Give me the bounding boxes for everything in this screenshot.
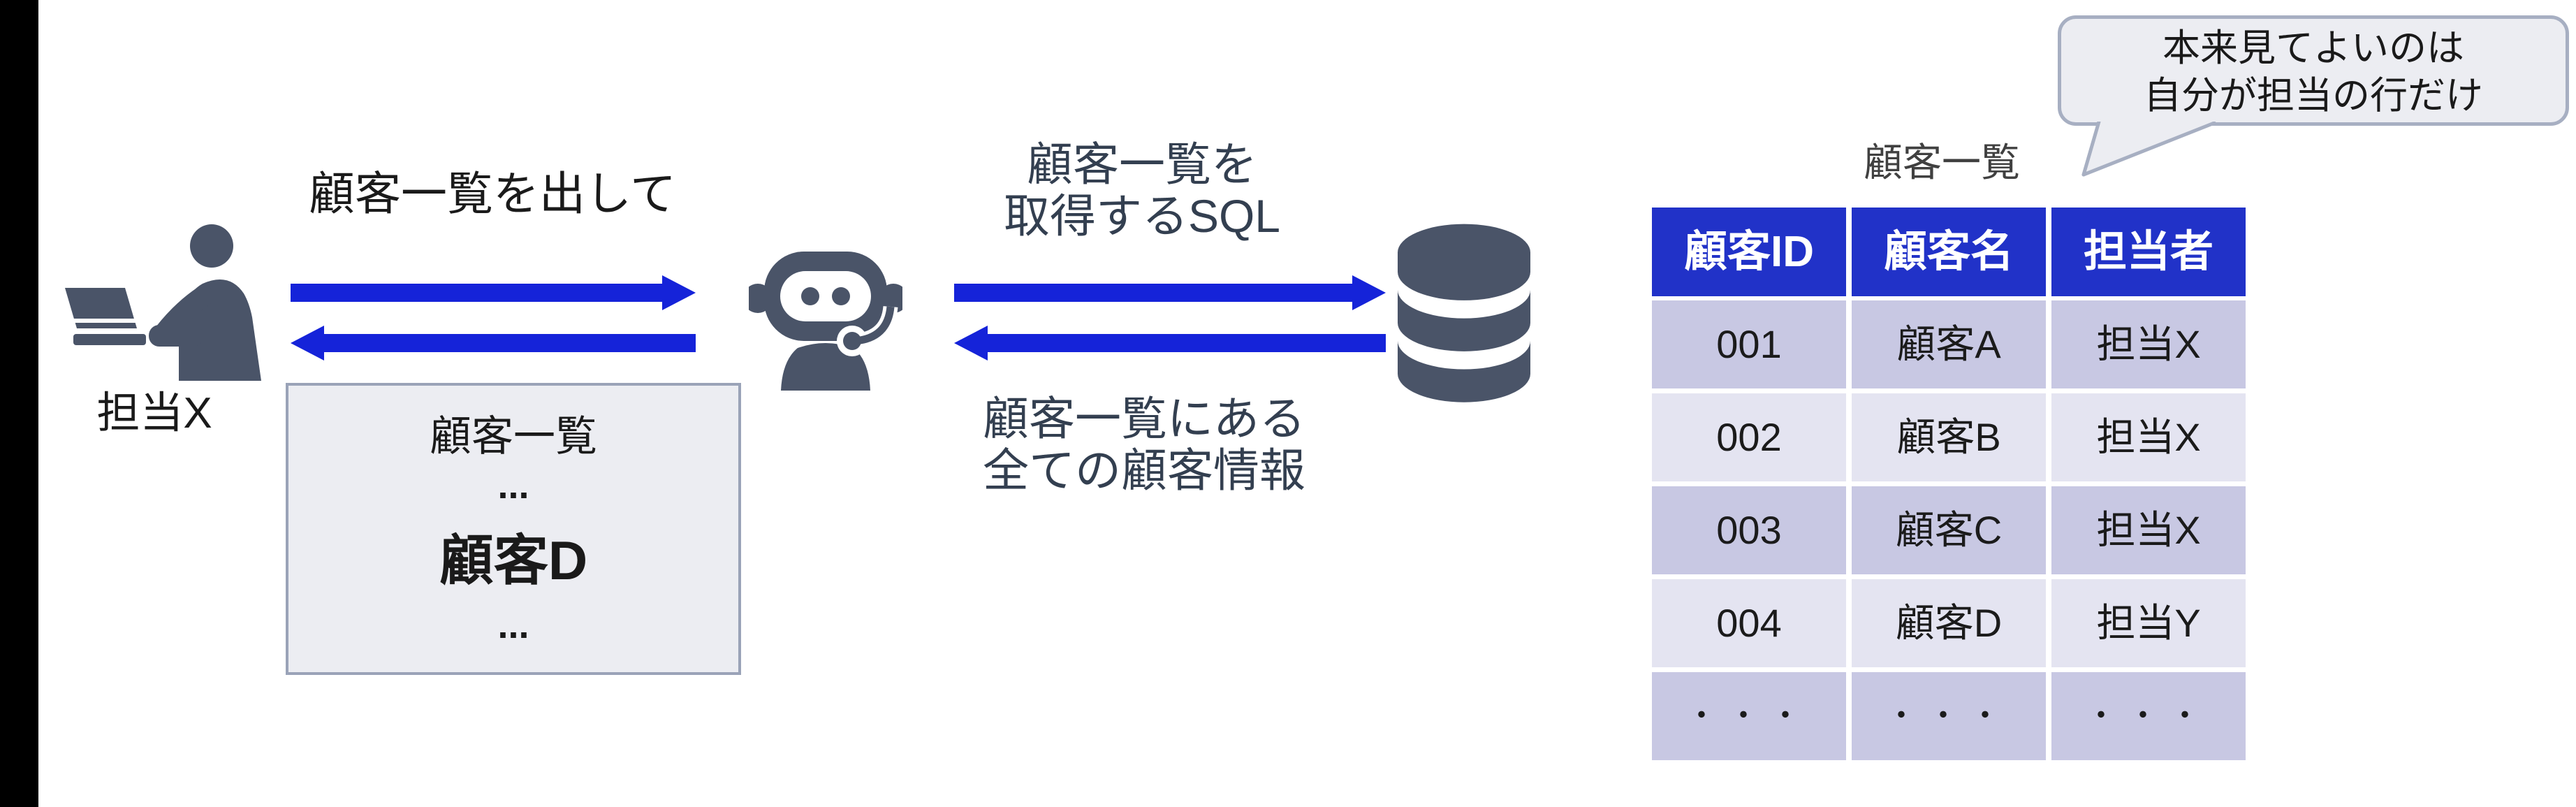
arrow-user-to-bot (291, 275, 696, 310)
table-cell: ・・・ (1852, 672, 2046, 760)
arrow-bot-to-db (954, 275, 1386, 310)
result-box-title: 顧客一覧 (430, 413, 597, 460)
table-cell: ・・・ (1652, 672, 1846, 760)
callout-text-line1: 本来見てよいのは (2162, 27, 2464, 69)
callout-text-line2: 自分が担当の行だけ (2144, 75, 2483, 117)
customer-table: 顧客ID 顧客名 担当者 001 顧客A 担当X 002 顧客B 担当X 003… (1652, 208, 2246, 760)
header-cell-customer-id: 顧客ID (1652, 208, 1846, 296)
user-label: 担当X (96, 389, 212, 437)
arrow-db-to-bot (954, 326, 1386, 361)
table-cell: 担当X (2051, 300, 2246, 388)
message-bot-to-db-line2: 取得するSQL (1003, 190, 1281, 242)
callout-tail (2081, 122, 2216, 177)
person-at-laptop-icon (65, 224, 261, 381)
arrow-bot-to-user (291, 326, 696, 361)
database-icon (1398, 224, 1530, 402)
result-box-ellipsis-bottom: ... (497, 604, 529, 646)
result-box: 顧客一覧 ... 顧客D ... (286, 383, 741, 675)
result-box-ellipsis-top: ... (497, 465, 529, 507)
table-cell: 004 (1652, 579, 1846, 667)
message-user-to-bot: 顧客一覧を出して (308, 168, 677, 219)
message-db-to-bot-line2: 全ての顧客情報 (983, 444, 1305, 496)
header-cell-assignee: 担当者 (2051, 208, 2246, 296)
message-db-to-bot-line1: 顧客一覧にある (983, 393, 1305, 444)
message-bot-to-db-line1: 顧客一覧を (1027, 138, 1257, 190)
table-cell: 顧客A (1852, 300, 2046, 388)
table-cell: 顧客C (1852, 486, 2046, 574)
callout-bubble: 本来見てよいのは 自分が担当の行だけ (2058, 15, 2569, 126)
result-box-highlight: 顧客D (439, 530, 588, 591)
table-cell: 担当X (2051, 486, 2246, 574)
table-cell: 003 (1652, 486, 1846, 574)
header-cell-customer-name: 顧客名 (1852, 208, 2046, 296)
table-title: 顧客一覧 (1864, 140, 2020, 184)
table-cell: 002 (1652, 393, 1846, 481)
left-edge-bar (0, 0, 38, 807)
table-cell: 001 (1652, 300, 1846, 388)
table-cell: 顧客D (1852, 579, 2046, 667)
table-cell: 顧客B (1852, 393, 2046, 481)
table-cell: 担当X (2051, 393, 2246, 481)
table-cell: 担当Y (2051, 579, 2246, 667)
table-cell: ・・・ (2051, 672, 2246, 760)
robot-chatbot-icon (749, 252, 902, 391)
